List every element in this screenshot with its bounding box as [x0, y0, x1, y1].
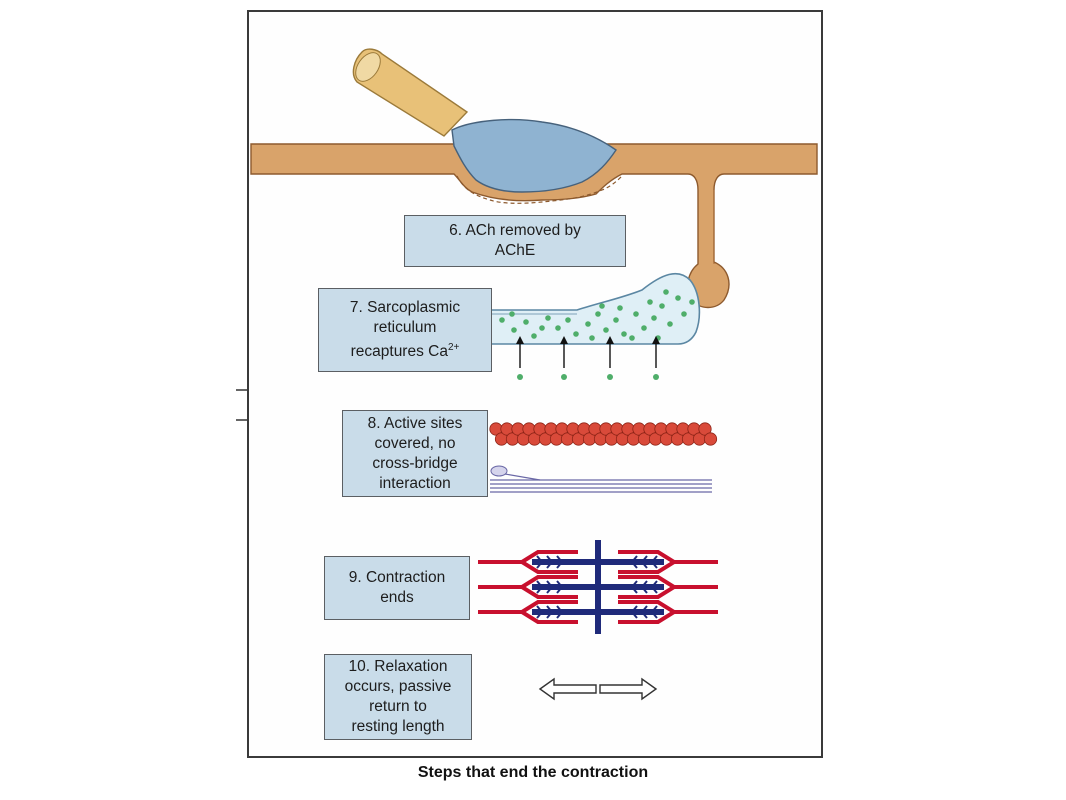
myosin-head [536, 605, 543, 619]
myosin-head [641, 580, 648, 594]
thin-filament [489, 422, 718, 446]
step-9-label: 9. Contraction ends [324, 556, 470, 620]
myosin-head [556, 580, 563, 594]
myosin-head [641, 555, 648, 569]
calcium-ion [555, 325, 561, 331]
diagram-frame: 6. ACh removed by AChE 7. Sarcoplasmic r… [247, 10, 823, 758]
myosin-head [631, 605, 638, 619]
thin-filament-left [478, 560, 578, 574]
step-10-label: 10. Relaxation occurs, passive return to… [324, 654, 472, 740]
calcium-ion [647, 299, 653, 305]
calcium-ion [681, 311, 687, 317]
calcium-ion [573, 331, 579, 337]
step-6-line-2: AChE [494, 242, 536, 259]
calcium-ion [589, 335, 595, 341]
calcium-ion [595, 311, 601, 317]
double-arrow-icon [538, 677, 658, 701]
calcium-ion [617, 305, 623, 311]
thin-filament-right [618, 610, 718, 624]
calcium-charge: 2+ [447, 342, 460, 353]
step-8-line-2: covered, no [374, 434, 456, 452]
calcium-ion [675, 295, 681, 301]
illustration [250, 48, 818, 701]
arrowhead-icon [560, 336, 568, 344]
calcium-ion [607, 374, 613, 380]
calcium-ion [653, 374, 659, 380]
calcium-ion [603, 327, 609, 333]
calcium-ion [523, 319, 529, 325]
calcium-ion [511, 327, 517, 333]
step-8-label: 8. Active sites covered, no cross-bridge… [342, 410, 488, 497]
myosin-head [536, 555, 543, 569]
thin-filament-left [478, 610, 578, 624]
step-6-label: 6. ACh removed by AChE [404, 215, 626, 267]
step-7-line-1: 7. Sarcoplasmic [349, 299, 461, 316]
step-7-label: 7. Sarcoplasmic reticulum recaptures Ca2… [318, 288, 492, 372]
calcium-ion [499, 317, 505, 323]
step-6-line-1: 6. ACh removed by [449, 222, 581, 239]
calcium-ions [499, 289, 695, 341]
calcium-ion [561, 374, 567, 380]
myosin-head [546, 580, 553, 594]
step-10-line-4: resting length [351, 718, 445, 735]
myosin-head [631, 580, 638, 594]
myosin-head [546, 605, 553, 619]
myosin-head [631, 555, 638, 569]
sarcoplasmic-reticulum [489, 272, 701, 345]
calcium-ion [517, 374, 523, 380]
myosin-head [556, 605, 563, 619]
calcium-ion [565, 317, 571, 323]
arrowhead-icon [606, 336, 614, 344]
myosin-head [651, 580, 658, 594]
step-8-line-1: 8. Active sites [367, 414, 463, 432]
myosin-head [546, 555, 553, 569]
calcium-ion [585, 321, 591, 327]
calcium-ion [667, 321, 673, 327]
calcium-ion [539, 325, 545, 331]
myosin-head [641, 605, 648, 619]
calcium-ion [641, 325, 647, 331]
myosin-head [651, 555, 658, 569]
calcium-ion [599, 303, 605, 309]
step-8-line-3: cross-bridge [372, 454, 458, 472]
axon-terminal [451, 118, 617, 193]
motor-axon [352, 48, 469, 137]
calcium-ion [629, 335, 635, 341]
calcium-ion [659, 303, 665, 309]
calcium-ion [509, 311, 515, 317]
step-7-line-2: reticulum [373, 319, 437, 336]
step-8-line-4: interaction [379, 474, 451, 492]
arrowhead-icon [516, 336, 524, 344]
figure-caption: Steps that end the contraction [417, 764, 649, 781]
calcium-ion [545, 315, 551, 321]
calcium-ion [651, 315, 657, 321]
thin-filament-left [478, 585, 578, 599]
calcium-ion [531, 333, 537, 339]
calcium-ion [689, 299, 695, 305]
step-9-line-2: ends [380, 589, 414, 606]
step-10-line-1: 10. Relaxation [348, 658, 448, 675]
thin-filament-right [618, 585, 718, 599]
thin-filament-right [618, 560, 718, 574]
myosin-head [556, 555, 563, 569]
calcium-ion [633, 311, 639, 317]
thick-filament [490, 465, 712, 493]
actin-bead [703, 432, 718, 446]
step-7-line-3-text: recaptures Ca [350, 343, 448, 360]
sarcomere-diagram [478, 540, 718, 634]
myosin-head [536, 580, 543, 594]
myosin-head [651, 605, 658, 619]
step-10-line-3: return to [369, 698, 427, 715]
actin-bead [698, 422, 712, 436]
step-10-line-2: occurs, passive [344, 678, 452, 695]
calcium-ion [663, 289, 669, 295]
step-9-line-1: 9. Contraction [348, 569, 446, 586]
calcium-ion [621, 331, 627, 337]
step-7-line-3: recaptures Ca2+ [351, 338, 460, 362]
calcium-uptake-arrows [516, 336, 660, 380]
calcium-ion [613, 317, 619, 323]
arrowhead-icon [652, 336, 660, 344]
